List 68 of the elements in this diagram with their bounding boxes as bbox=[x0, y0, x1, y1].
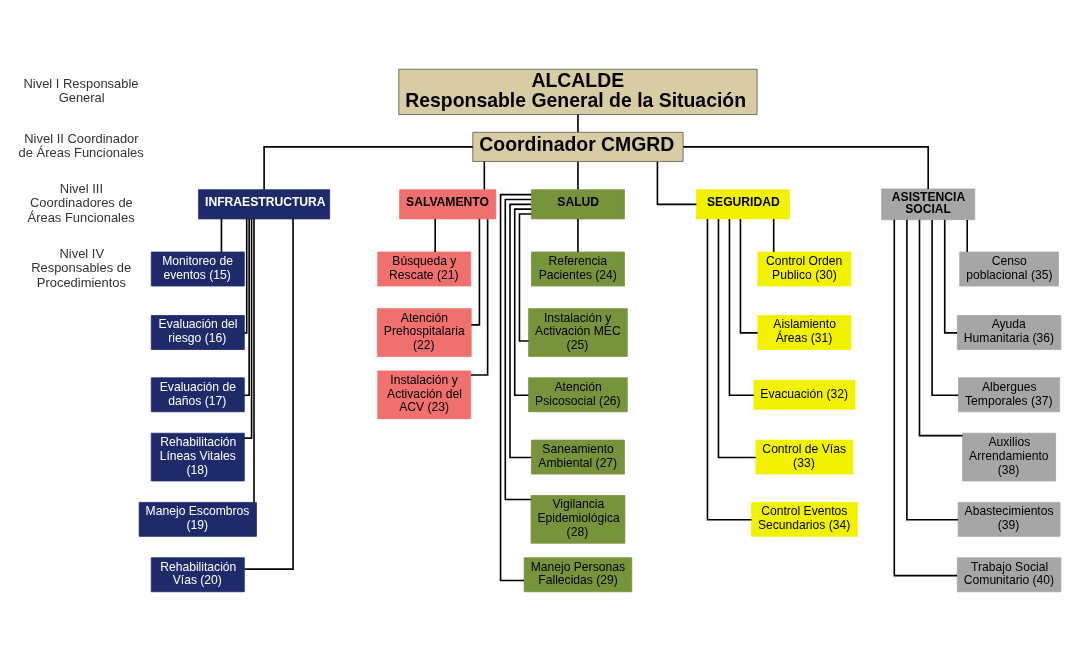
node-box: Rehabilitación Vías (20) bbox=[150, 556, 245, 592]
connector bbox=[483, 160, 486, 190]
node-box: SALVAMENTO bbox=[399, 188, 497, 219]
connector bbox=[577, 160, 579, 190]
connector bbox=[682, 145, 929, 190]
connector bbox=[906, 218, 959, 521]
connector bbox=[470, 217, 481, 326]
connector bbox=[470, 217, 489, 376]
node-box: Trabajo Social Comunitario (40) bbox=[956, 556, 1062, 592]
connector bbox=[772, 217, 775, 253]
connector bbox=[577, 217, 579, 253]
connector bbox=[509, 203, 532, 458]
node-box: Control Eventos Secundarios (34) bbox=[751, 501, 858, 537]
connector bbox=[717, 217, 757, 458]
connector bbox=[893, 218, 958, 576]
connector bbox=[243, 217, 248, 334]
connector bbox=[253, 217, 255, 503]
connector bbox=[706, 217, 753, 521]
connector bbox=[656, 160, 698, 205]
node-box: Control Orden Publico (30) bbox=[757, 251, 852, 286]
node-box: Ayuda Humanitaria (36) bbox=[956, 314, 1062, 350]
node-box: Búsqueda y Rescate (21) bbox=[377, 251, 472, 286]
label: Nivel I Responsable General bbox=[23, 75, 139, 105]
connector bbox=[220, 217, 223, 253]
node-box: Instalación y Activación MEC (25) bbox=[528, 307, 628, 357]
node-box: Evaluación de daños (17) bbox=[150, 376, 245, 412]
node-box: Aislamiento Áreas (31) bbox=[757, 314, 852, 350]
node-box: Auxilios Arrendamiento (38) bbox=[962, 432, 1056, 481]
node-box: Atención Psicosocial (26) bbox=[528, 376, 628, 412]
connector bbox=[434, 217, 436, 253]
connector bbox=[263, 145, 474, 190]
connector bbox=[918, 218, 964, 436]
connector bbox=[499, 193, 533, 581]
label: Nivel III Coordinadores de Áreas Funcionales bbox=[27, 180, 135, 225]
node-box: Vigilancia Epidemiológica (28) bbox=[530, 494, 626, 544]
connector bbox=[243, 217, 250, 396]
connector bbox=[504, 198, 533, 500]
label: Nivel IV Responsables de Procedimientos bbox=[31, 245, 132, 290]
node-box: ALCALDE Responsable General de la Situación bbox=[398, 68, 758, 115]
connector bbox=[243, 217, 294, 570]
label: Nivel II Coordinador de Áreas Funcionales bbox=[18, 130, 144, 160]
node-box: Control de Vías (33) bbox=[755, 439, 854, 474]
node-box: Albergues Temporales (37) bbox=[958, 376, 1061, 412]
node-box: Instalación y Activación del ACV (23) bbox=[377, 370, 472, 419]
connector bbox=[728, 217, 755, 396]
node-box: ASISTENCIA SOCIAL bbox=[881, 188, 976, 220]
connector bbox=[243, 217, 253, 439]
node-box: Abastecimientos (39) bbox=[957, 501, 1061, 537]
connector bbox=[577, 113, 579, 133]
connector bbox=[513, 207, 533, 396]
node-box: INFRAESTRUCTURA bbox=[198, 188, 331, 219]
node-box: Atención Prehospitalaria (22) bbox=[376, 307, 472, 357]
connector bbox=[931, 218, 960, 396]
node-box: SEGURIDAD bbox=[696, 188, 790, 219]
node-box: SALUD bbox=[531, 188, 625, 219]
connector bbox=[518, 212, 533, 342]
node-box: Coordinador CMGRD bbox=[472, 131, 684, 162]
node-box: Referencia Pacientes (24) bbox=[531, 251, 625, 286]
connector bbox=[966, 218, 969, 253]
node-box: Rehabilitación Líneas Vitales (18) bbox=[150, 432, 245, 481]
node-box: Evaluación del riesgo (16) bbox=[150, 314, 245, 350]
node-box: Saneamiento Ambiental (27) bbox=[531, 439, 625, 474]
node-box: Censo poblacional (35) bbox=[959, 251, 1059, 286]
connector bbox=[739, 217, 759, 334]
node-box: Manejo Personas Fallecidas (29) bbox=[523, 556, 633, 592]
node-box: Monitoreo de eventos (15) bbox=[150, 251, 245, 286]
node-box: Evacuación (32) bbox=[753, 379, 856, 410]
node-box: Manejo Escombros (19) bbox=[138, 501, 257, 537]
